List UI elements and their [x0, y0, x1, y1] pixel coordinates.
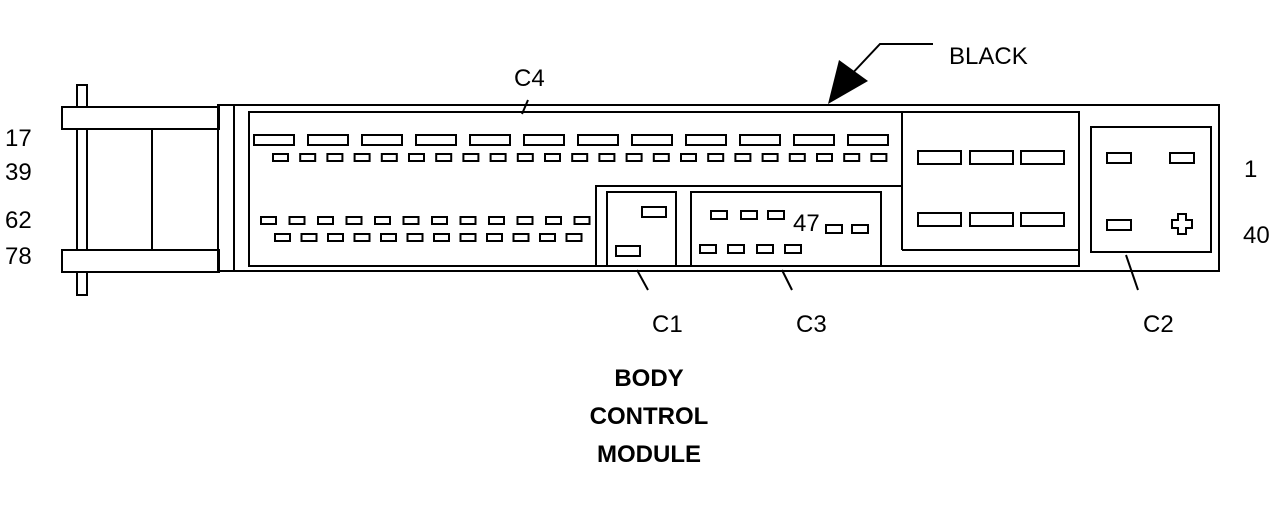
c3-connector [690, 191, 882, 291]
c4-pin [345, 216, 363, 225]
c4-pin [870, 153, 888, 162]
c4-pin [512, 233, 530, 242]
c4-pin [299, 153, 317, 162]
c4-pin [380, 233, 397, 242]
c4-pin [274, 233, 291, 242]
c4-pin [489, 153, 507, 162]
c4-pin [431, 216, 448, 225]
pin-label-62: 62 [5, 207, 32, 234]
c4-pin [307, 134, 349, 146]
c4-leader-line [521, 99, 529, 115]
c4-pin [327, 233, 344, 242]
pin-label-78: 78 [5, 243, 32, 270]
c4-pin [408, 153, 425, 162]
c4-pin [577, 134, 619, 146]
black-callout-leader [847, 43, 933, 79]
c2-connector [1090, 126, 1212, 291]
c4-pin [680, 153, 697, 162]
c4-pin [847, 134, 889, 146]
c4-row1-pins [253, 134, 889, 146]
c4-pin [326, 153, 344, 162]
connector-label-c3: C3 [796, 311, 827, 338]
c4-pin [253, 134, 295, 146]
c4-pin [516, 153, 534, 162]
c4-pin [545, 216, 562, 225]
left-mounting-bracket [61, 84, 220, 296]
connector-label-c2: C2 [1143, 311, 1174, 338]
c4-pin [652, 153, 670, 162]
c4-pin [598, 153, 616, 162]
c4-pin [516, 216, 534, 225]
c4-pin [361, 134, 403, 146]
c4-right-pins [917, 150, 1065, 227]
c4-pin [631, 134, 673, 146]
c1-connector [606, 191, 677, 291]
c4-pin [685, 134, 727, 146]
c4-pin [843, 153, 861, 162]
c4-pin [353, 153, 371, 162]
c4-pin [707, 153, 725, 162]
title-line-3: MODULE [597, 441, 701, 468]
c4-pin [353, 233, 371, 242]
c4-pin [573, 216, 591, 225]
c4-row2-pins [272, 153, 888, 162]
c4-pin [433, 233, 450, 242]
connector-label-c1: C1 [652, 311, 683, 338]
c4-pin [380, 153, 398, 162]
black-callout-arrow-icon [828, 60, 868, 104]
c4-pin [406, 233, 424, 242]
c4-pin [486, 233, 503, 242]
pin-label-17: 17 [5, 125, 32, 152]
c4-pin [734, 153, 752, 162]
title-line-2: CONTROL [590, 403, 709, 430]
c4-pin [625, 153, 643, 162]
c4-pin [469, 134, 511, 146]
c4-pin [571, 153, 589, 162]
c4-step-outline [595, 185, 902, 266]
c4-pin [402, 216, 420, 225]
c4-pin [374, 216, 391, 225]
c4-pin [317, 216, 334, 225]
c2-key-cross-icon [1171, 213, 1193, 235]
connector-label-c4: C4 [514, 65, 545, 92]
c4-pin [459, 233, 477, 242]
c4-pin [565, 233, 583, 242]
title-line-1: BODY [614, 365, 683, 392]
pin-label-40: 40 [1243, 222, 1270, 249]
color-callout-black: BLACK [949, 43, 1028, 70]
pin-label-1: 1 [1244, 156, 1257, 183]
c4-pin [459, 216, 477, 225]
c4-pin [793, 134, 835, 146]
c4-pin [260, 216, 277, 225]
c4-pin [523, 134, 565, 146]
c4-pin [435, 153, 453, 162]
c4-pin [539, 233, 556, 242]
pin-label-39: 39 [5, 159, 32, 186]
c4-pin [462, 153, 480, 162]
c4-pin [288, 216, 306, 225]
module-housing [217, 104, 1220, 272]
c4-pin [788, 153, 806, 162]
c4-pin [761, 153, 779, 162]
c4-pin [488, 216, 505, 225]
c4-pin [739, 134, 781, 146]
c4-pin [272, 153, 289, 162]
c4-pin [816, 153, 833, 162]
c4-row4-pins [274, 233, 583, 242]
c4-row3-pins [260, 216, 591, 225]
c4-pin [300, 233, 318, 242]
c4-pin [415, 134, 457, 146]
c4-pin [544, 153, 561, 162]
pin-label-47: 47 [793, 210, 820, 237]
